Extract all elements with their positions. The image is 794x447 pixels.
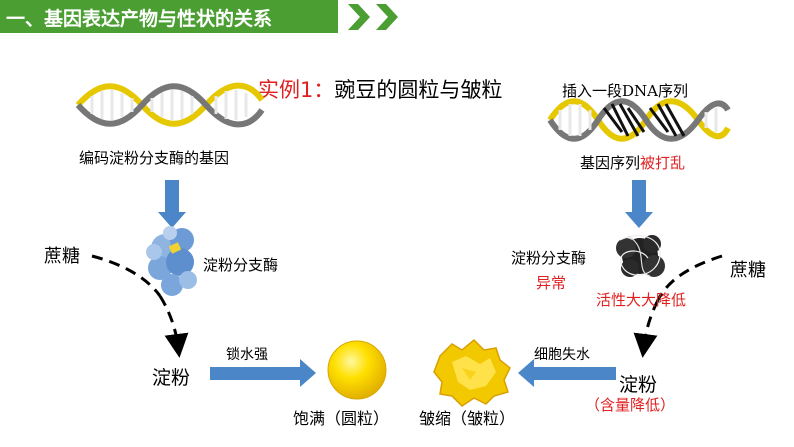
pathway-sucrose-left bbox=[91, 254, 162, 297]
left-enzyme-label: 淀粉分支酶 bbox=[203, 256, 279, 274]
round-pea-label: 饱满（圆粒） bbox=[293, 409, 390, 428]
chevron-right-icon bbox=[376, 4, 398, 30]
example-title-prefix: 实例1： bbox=[258, 78, 335, 102]
example-title: 实例1：豌豆的圆粒与皱粒 bbox=[258, 74, 502, 104]
right-activity-label: 活性大大降低 bbox=[596, 291, 687, 309]
pathway-to-starch-left bbox=[158, 295, 189, 358]
example-title-text: 豌豆的圆粒与皱粒 bbox=[334, 78, 503, 102]
right-starch-note: （含量降低） bbox=[585, 396, 676, 414]
wrinkled-pea-label: 皱缩（皱粒） bbox=[419, 409, 516, 428]
arrow-starch-to-wrinkled-pea bbox=[518, 359, 616, 387]
chevron-right-icon bbox=[348, 4, 370, 30]
right-starch-label: 淀粉 bbox=[619, 374, 658, 396]
right-gene-label: 基因序列被打乱 bbox=[580, 152, 685, 173]
wrinkled-pea bbox=[433, 338, 511, 407]
right-sucrose-label: 蔗糖 bbox=[730, 260, 766, 281]
right-enzyme-status: 异常 bbox=[536, 274, 567, 292]
right-gene-label-a: 基因序列 bbox=[580, 154, 641, 172]
left-gene-label: 编码淀粉分支酶的基因 bbox=[79, 149, 230, 167]
round-pea bbox=[327, 340, 387, 400]
right-insert-label: 插入一段DNA序列 bbox=[562, 82, 688, 100]
right-gene-label-b: 被打乱 bbox=[640, 154, 686, 172]
arrow-gene-to-enzyme-left bbox=[158, 180, 186, 228]
left-sucrose-label: 蔗糖 bbox=[44, 246, 80, 267]
section-header-bar bbox=[0, 0, 338, 33]
left-starch-label: 淀粉 bbox=[152, 367, 191, 389]
normal-enzyme-protein bbox=[146, 226, 197, 296]
dna-helix-left bbox=[75, 82, 265, 128]
right-enzyme-label: 淀粉分支酶 bbox=[511, 249, 587, 267]
abnormal-enzyme-protein bbox=[616, 235, 665, 277]
left-arrow-label: 锁水强 bbox=[226, 347, 268, 363]
dna-helix-right bbox=[547, 98, 731, 142]
section-title: 一、基因表达产物与性状的关系 bbox=[6, 8, 273, 30]
right-arrow-label: 细胞失水 bbox=[534, 347, 590, 363]
arrow-starch-to-round-pea bbox=[210, 359, 316, 387]
arrow-gene-to-enzyme-right bbox=[625, 180, 653, 228]
pathway-to-starch-right bbox=[633, 299, 660, 358]
pathway-sucrose-right bbox=[656, 254, 723, 301]
